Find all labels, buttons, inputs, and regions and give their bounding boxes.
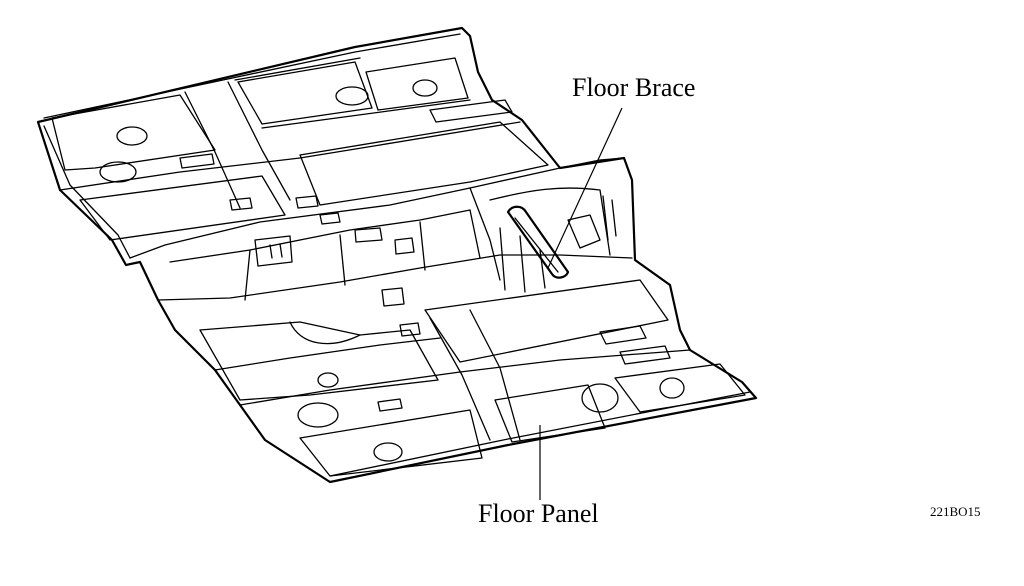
floor-brace-leader (547, 107, 623, 269)
rear-bottom-center-panel (494, 383, 619, 443)
cross-members (59, 57, 691, 441)
front-left-panel (51, 94, 216, 183)
rear-bottom-right-panel (614, 345, 746, 413)
center-tunnel (129, 157, 633, 337)
front-center-panel (237, 61, 373, 125)
front-right-panel (365, 57, 513, 123)
rear-center-panel (424, 279, 669, 363)
mid-center-panel (295, 121, 549, 225)
floor-brace-label: Floor Brace (572, 73, 695, 102)
floor-brace-part (499, 195, 617, 293)
rear-bottom-left-panel (297, 398, 483, 477)
rear-left-panel (199, 321, 439, 401)
figure-code: 221BO15 (930, 504, 981, 519)
mid-left-panel (79, 153, 286, 241)
floor-panel-label: Floor Panel (478, 499, 599, 528)
